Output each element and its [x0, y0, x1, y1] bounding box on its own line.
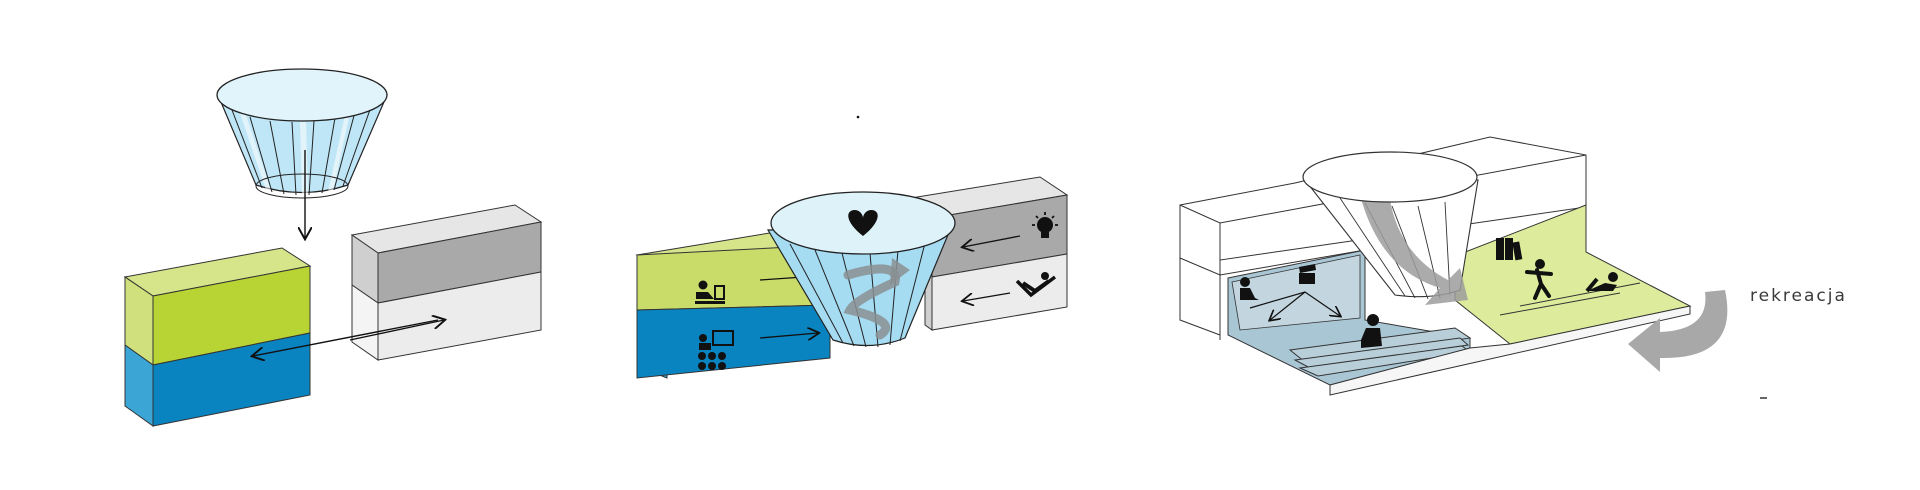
sunken-auditorium [1227, 249, 1472, 386]
recreation-label: rekreacja [1750, 286, 1847, 306]
glass-cylinder-2 [766, 191, 956, 348]
dancing-person-icon [1525, 259, 1553, 300]
panel-1-separate-volumes [123, 68, 543, 427]
lying-person-icon [1585, 272, 1618, 293]
green-blue-block-2 [635, 227, 832, 379]
lightbulb-icon [1032, 212, 1058, 238]
person-laptop-icon [695, 280, 725, 304]
clapperboard-icon [1299, 264, 1316, 284]
grey-block-1 [350, 204, 543, 361]
audience-person-icon [1361, 314, 1382, 348]
green-blue-block-1 [123, 247, 312, 427]
arrow-exchange-left [253, 319, 439, 356]
group-meeting-icon [698, 330, 734, 370]
reclining-reader-icon [1015, 272, 1057, 298]
glass-cone-3 [1302, 151, 1479, 305]
books-icon [1496, 238, 1523, 261]
panel-3-recreation-space [1179, 136, 1767, 399]
sitting-person-icon [1240, 277, 1259, 300]
recreation-arrow-icon [1628, 290, 1728, 372]
grey-block-2 [903, 176, 1069, 331]
glass-cone-1 [216, 68, 388, 199]
arrow-exchange-right [349, 320, 444, 341]
panel-2-connected-volumes [635, 115, 1069, 379]
heart-icon [848, 210, 878, 236]
